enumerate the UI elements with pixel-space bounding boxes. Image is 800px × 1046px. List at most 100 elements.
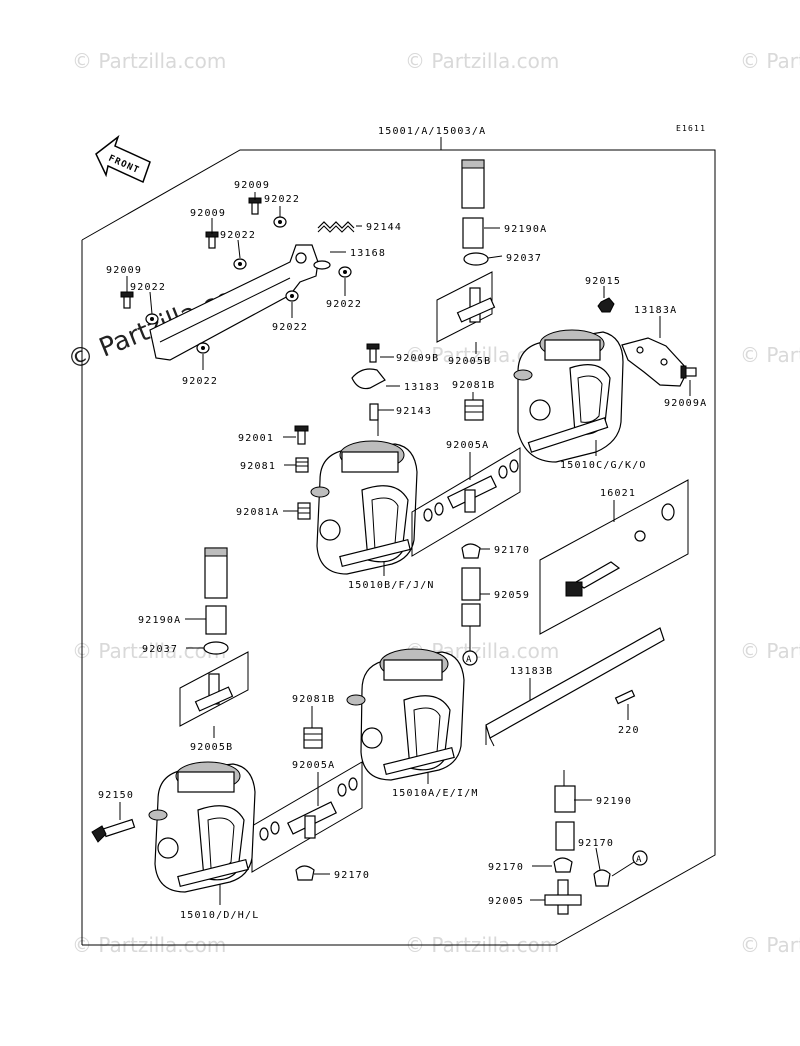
clamp-92170-mid[interactable]: [295, 865, 315, 881]
jet-92081[interactable]: [295, 457, 309, 473]
part-label[interactable]: 92022: [182, 376, 218, 387]
fitting-92005B-top[interactable]: [436, 271, 496, 343]
part-label[interactable]: 92190: [596, 796, 632, 807]
switch-group-16021[interactable]: [539, 479, 689, 635]
part-labels: 92009 92022 92009 92022 92144 13168 9200…: [98, 180, 707, 921]
part-label[interactable]: 92081: [240, 461, 276, 472]
tube-92190A-left[interactable]: [205, 605, 227, 635]
part-label[interactable]: 13168: [350, 248, 386, 259]
part-label[interactable]: 92190A: [138, 615, 181, 626]
part-label[interactable]: 92022: [326, 299, 362, 310]
screw-220[interactable]: [614, 689, 636, 705]
part-label[interactable]: 92170: [578, 838, 614, 849]
spring-92144[interactable]: [317, 221, 355, 233]
screw-92009B[interactable]: [366, 343, 380, 363]
part-label[interactable]: 92150: [98, 790, 134, 801]
part-label[interactable]: 15010B/F/J/N: [348, 580, 435, 591]
part-label[interactable]: 92022: [264, 194, 300, 205]
ref-circle-A-bot[interactable]: [632, 850, 648, 866]
bracket-13168[interactable]: [149, 244, 331, 361]
part-label[interactable]: 92059: [494, 590, 530, 601]
bolt-92150[interactable]: [91, 818, 136, 843]
part-label[interactable]: 92144: [366, 222, 402, 233]
part-label[interactable]: 13183: [404, 382, 440, 393]
washer-92022[interactable]: [145, 313, 159, 325]
screw-92001[interactable]: [294, 425, 309, 445]
part-label[interactable]: 13183B: [510, 666, 553, 677]
rail-13183B[interactable]: [485, 627, 665, 747]
carburetor-15010B[interactable]: [310, 440, 418, 575]
front-arrow-icon: FRONT: [95, 134, 151, 184]
screw-92009A[interactable]: [680, 365, 697, 379]
part-label[interactable]: 92005A: [446, 440, 489, 451]
part-label[interactable]: 15010C/G/K/O: [560, 460, 647, 471]
part-label[interactable]: 92009A: [664, 398, 707, 409]
assembly-label[interactable]: 15001/A/15003/A: [378, 126, 486, 137]
tube-92190[interactable]: [555, 821, 575, 851]
carburetor-15010C[interactable]: [513, 329, 624, 463]
washer-92022[interactable]: [285, 290, 299, 302]
part-label[interactable]: 92081B: [452, 380, 495, 391]
washer-92022[interactable]: [233, 258, 247, 270]
fitting-92005[interactable]: [544, 879, 582, 915]
part-label[interactable]: 92190A: [504, 224, 547, 235]
part-label[interactable]: 92170: [494, 545, 530, 556]
part-label[interactable]: 15010A/E/I/M: [392, 788, 479, 799]
clamp-92170-top[interactable]: [461, 543, 481, 559]
watermark: © Partzilla.com: [740, 343, 800, 367]
carburetor-15010A[interactable]: [346, 648, 465, 781]
part-label[interactable]: 92022: [220, 230, 256, 241]
jet-92081B-mid[interactable]: [303, 727, 323, 749]
part-label[interactable]: 92022: [130, 282, 166, 293]
part-label[interactable]: 92009: [190, 208, 226, 219]
carburetor-15010D[interactable]: [148, 761, 256, 893]
part-label[interactable]: 92005B: [448, 356, 491, 367]
cap-92190A-top[interactable]: [461, 159, 485, 209]
screw-92009[interactable]: [205, 231, 219, 249]
part-label[interactable]: 220: [618, 725, 640, 736]
fitting-92005A-mid[interactable]: [251, 761, 363, 873]
part-label[interactable]: 13183A: [634, 305, 677, 316]
part-label[interactable]: 92009: [234, 180, 270, 191]
watermark: © Partzilla.com: [72, 639, 226, 663]
part-label[interactable]: 16021: [600, 488, 636, 499]
part-label[interactable]: 92005B: [190, 742, 233, 753]
screw-92009[interactable]: [120, 291, 134, 309]
cap-92190A-left[interactable]: [204, 547, 228, 599]
washer-92022[interactable]: [196, 342, 210, 354]
fitting-92005A-top[interactable]: [411, 447, 521, 557]
washer-92022[interactable]: [273, 216, 287, 228]
part-label[interactable]: 92001: [238, 433, 274, 444]
part-label[interactable]: 92015: [585, 276, 621, 287]
cap-92190[interactable]: [554, 785, 576, 813]
part-label[interactable]: 92005: [488, 896, 524, 907]
lever-13183[interactable]: [351, 368, 386, 390]
part-label[interactable]: 15010/D/H/L: [180, 910, 259, 921]
part-label[interactable]: 92022: [272, 322, 308, 333]
washer-92022[interactable]: [338, 266, 352, 278]
part-label[interactable]: 92009B: [396, 353, 439, 364]
part-label[interactable]: 92170: [488, 862, 524, 873]
part-label[interactable]: 92081B: [292, 694, 335, 705]
part-label[interactable]: 92005A: [292, 760, 335, 771]
part-label[interactable]: 92170: [334, 870, 370, 881]
nut-92015[interactable]: [597, 297, 615, 313]
jet-92081B-top[interactable]: [464, 399, 484, 421]
hose-92059[interactable]: [461, 567, 481, 627]
part-label[interactable]: 92037: [142, 644, 178, 655]
clamp-92170-right[interactable]: [593, 869, 611, 887]
jet-92081A[interactable]: [297, 502, 311, 520]
pin-92143[interactable]: [369, 403, 379, 421]
part-label[interactable]: 92009: [106, 265, 142, 276]
clip-92037-left[interactable]: [203, 641, 229, 655]
clamp-92170-bot[interactable]: [553, 857, 573, 873]
part-label[interactable]: 92037: [506, 253, 542, 264]
part-label[interactable]: 92143: [396, 406, 432, 417]
tube-92190A-top[interactable]: [462, 217, 484, 249]
bracket-13183A[interactable]: [621, 337, 689, 387]
part-label[interactable]: 92081A: [236, 507, 279, 518]
screw-92009[interactable]: [248, 197, 262, 215]
fitting-92005B-left[interactable]: [179, 651, 249, 727]
clip-92037-top[interactable]: [463, 252, 489, 266]
